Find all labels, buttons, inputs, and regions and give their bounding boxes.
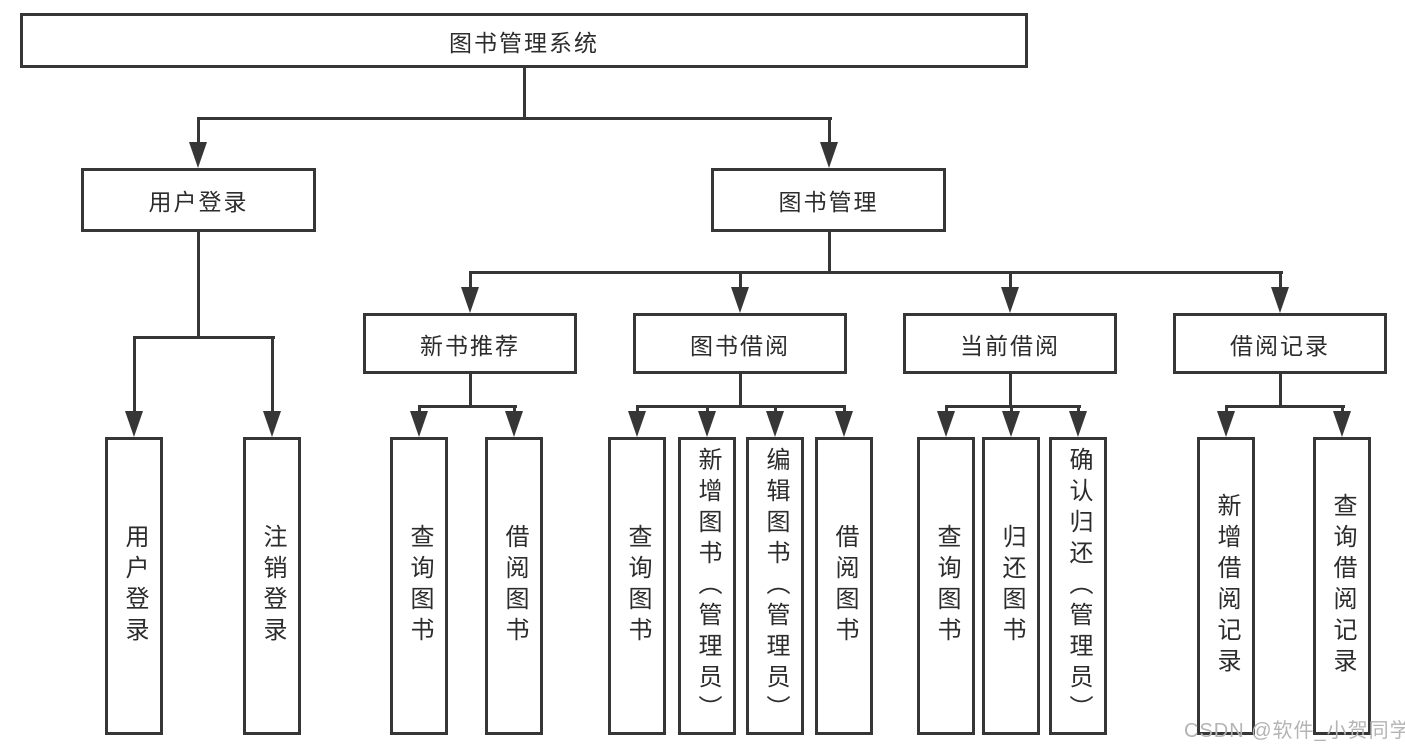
leaf-query-books-borrowing-label: 查询图书: [624, 524, 651, 648]
leaf-add-book-admin: 新增图书（管理员）: [678, 437, 736, 735]
line: [842, 405, 846, 414]
arrowhead-down-icon: [1271, 287, 1289, 313]
leaf-edit-book-admin: 编辑图书（管理员）: [746, 437, 804, 735]
line: [827, 232, 831, 274]
line: [738, 271, 742, 290]
line: [1278, 374, 1282, 408]
leaf-logout-label: 注销登录: [259, 524, 286, 648]
leaf-add-borrow-record-label: 新增借阅记录: [1213, 493, 1240, 679]
arrowhead-down-icon: [505, 411, 523, 437]
line: [196, 117, 200, 145]
arrowhead-down-icon: [698, 411, 716, 437]
arrowhead-down-icon: [263, 411, 281, 437]
leaf-query-borrow-record-label: 查询借阅记录: [1329, 493, 1356, 679]
arrowhead-down-icon: [937, 411, 955, 437]
line: [827, 117, 831, 145]
line: [522, 66, 526, 120]
line: [705, 405, 709, 414]
arrowhead-down-icon: [189, 142, 207, 168]
line: [944, 405, 1081, 408]
node-root-library-system: 图书管理系统: [20, 13, 1028, 68]
leaf-add-borrow-record: 新增借阅记录: [1197, 437, 1255, 735]
leaf-return-book-label: 归还图书: [998, 524, 1025, 648]
line: [738, 374, 742, 408]
arrowhead-down-icon: [1002, 411, 1020, 437]
leaf-return-book: 归还图书: [982, 437, 1040, 735]
leaf-query-books-recommend-label: 查询图书: [406, 524, 433, 648]
leaf-user-login: 用户登录: [105, 437, 163, 735]
line: [468, 271, 472, 290]
node-borrowing-records: 借阅记录: [1173, 313, 1387, 374]
line: [773, 405, 777, 414]
line: [1009, 405, 1013, 414]
node-user-login: 用户登录: [81, 168, 316, 232]
arrowhead-down-icon: [1217, 411, 1235, 437]
line: [635, 405, 639, 414]
leaf-confirm-return-admin-label: 确认归还（管理员）: [1065, 446, 1092, 726]
line: [1076, 405, 1080, 414]
arrowhead-down-icon: [1333, 411, 1351, 437]
line: [417, 405, 421, 414]
line: [270, 336, 274, 414]
arrowhead-down-icon: [461, 287, 479, 313]
leaf-borrow-books-recommend: 借阅图书: [485, 437, 543, 735]
node-book-borrowing: 图书借阅: [633, 313, 847, 374]
arrowhead-down-icon: [731, 287, 749, 313]
leaf-query-books-recommend: 查询图书: [390, 437, 448, 735]
line: [468, 374, 472, 408]
line: [468, 271, 1283, 274]
leaf-query-books-current-label: 查询图书: [933, 524, 960, 648]
leaf-borrow-books-borrowing: 借阅图书: [815, 437, 873, 735]
line: [1224, 405, 1228, 414]
leaf-borrow-books-recommend-label: 借阅图书: [501, 524, 528, 648]
arrowhead-down-icon: [1069, 411, 1087, 437]
line: [635, 405, 846, 408]
node-current-borrowing: 当前借阅: [903, 313, 1117, 374]
leaf-logout: 注销登录: [243, 437, 301, 735]
line: [1008, 271, 1012, 290]
node-book-management: 图书管理: [711, 168, 946, 232]
leaf-query-books-borrowing: 查询图书: [608, 437, 666, 735]
leaf-confirm-return-admin: 确认归还（管理员）: [1049, 437, 1107, 735]
line: [132, 336, 136, 414]
leaf-edit-book-admin-label: 编辑图书（管理员）: [762, 446, 789, 726]
leaf-query-borrow-record: 查询借阅记录: [1313, 437, 1371, 735]
line: [417, 405, 517, 408]
arrowhead-down-icon: [835, 411, 853, 437]
line: [944, 405, 948, 414]
line: [196, 232, 200, 339]
arrowhead-down-icon: [410, 411, 428, 437]
arrowhead-down-icon: [125, 411, 143, 437]
arrowhead-down-icon: [628, 411, 646, 437]
line: [1008, 374, 1012, 408]
arrowhead-down-icon: [1001, 287, 1019, 313]
leaf-query-books-current: 查询图书: [917, 437, 975, 735]
arrowhead-down-icon: [766, 411, 784, 437]
line: [512, 405, 516, 414]
line: [1224, 405, 1345, 408]
line: [1278, 271, 1282, 290]
line: [132, 336, 275, 339]
leaf-add-book-admin-label: 新增图书（管理员）: [694, 446, 721, 726]
line: [1340, 405, 1344, 414]
leaf-borrow-books-borrowing-label: 借阅图书: [831, 524, 858, 648]
arrowhead-down-icon: [820, 142, 838, 168]
line: [196, 117, 832, 120]
csdn-watermark: CSDN @软件_小贺同学: [1184, 720, 1405, 742]
leaf-user-login-label: 用户登录: [121, 524, 148, 648]
node-new-book-recommend: 新书推荐: [363, 313, 577, 374]
